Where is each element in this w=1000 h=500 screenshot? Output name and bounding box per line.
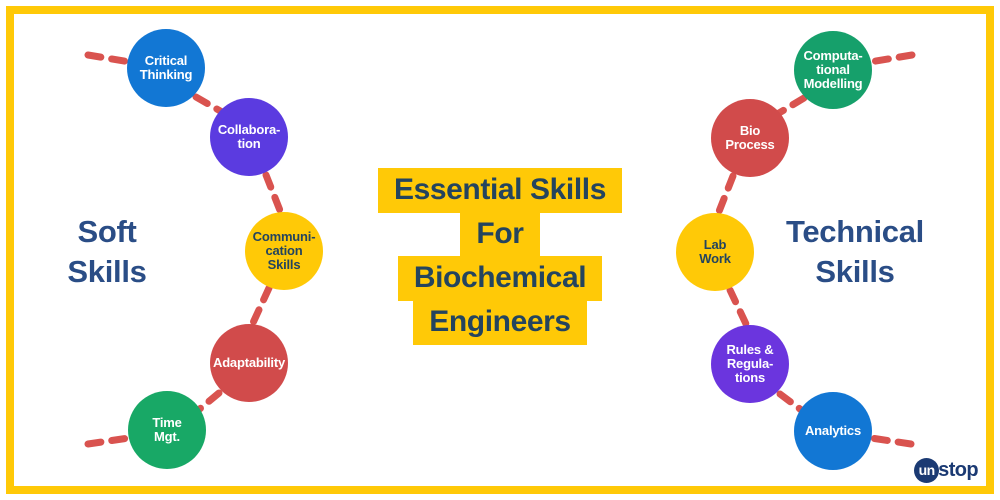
skill-bubble-label: Communi- cation Skills [252,228,316,273]
skill-bubble-rules-regulations[interactable]: Rules & Regula- tions [711,325,789,403]
connector-lead-in-top-right [866,51,916,66]
unstop-logo-wordmark: stop [938,458,978,481]
skill-bubble-adaptability[interactable]: Adaptability [210,324,288,402]
skill-bubble-critical-thinking[interactable]: Critical Thinking [127,29,205,107]
unstop-logo-mark: un [914,457,940,483]
unstop-logo[interactable]: un stop [914,457,979,483]
section-heading-technical-skills: Technical Skills [786,214,924,289]
connector-bio-to-lab [714,172,737,218]
skill-bubble-analytics[interactable]: Analytics [794,392,872,470]
skill-bubble-collaboration[interactable]: Collabora- tion [210,98,288,176]
connector-lead-out-bot-left [84,434,133,448]
skill-bubble-label: Analytics [804,422,861,438]
skill-bubble-lab-work[interactable]: Lab Work [676,213,754,291]
skill-bubble-label: Collabora- tion [217,121,281,151]
skill-bubble-time-mgt[interactable]: Time Mgt. [128,391,206,469]
connector-comm-to-adapt [248,284,273,329]
skill-bubble-computational-modelling[interactable]: Computa- tional Modelling [794,31,872,109]
page-title-line-2: For [460,212,540,257]
connector-comp-to-bio [775,94,808,117]
page-title-line-4: Engineers [413,300,587,345]
skill-bubble-label: Adaptability [213,354,285,370]
page-title-line-3: Biochemical [397,256,603,301]
skill-bubble-label: Lab Work [699,236,731,266]
section-heading-soft-skills: Soft Skills [67,214,147,289]
connector-collab-to-comm [262,171,285,217]
skill-bubble-label: Time Mgt. [152,414,182,444]
skill-bubble-communication-skills[interactable]: Communi- cation Skills [245,212,323,290]
connector-lab-to-rules [726,286,751,330]
connector-critical-to-collab [192,93,226,116]
connector-lead-in-top-left [84,51,134,66]
skill-bubble-label: Computa- tional Modelling [803,47,863,92]
skill-bubble-label: Rules & Regula- tions [726,341,774,386]
skill-bubble-label: Critical Thinking [139,52,193,82]
connector-lead-out-bot-right [867,434,915,448]
page-title: Essential Skills For Biochemical Enginee… [355,168,645,345]
skill-bubble-bio-process[interactable]: Bio Process [711,99,789,177]
skill-bubble-label: Bio Process [725,122,775,152]
page-title-line-1: Essential Skills [377,168,623,213]
